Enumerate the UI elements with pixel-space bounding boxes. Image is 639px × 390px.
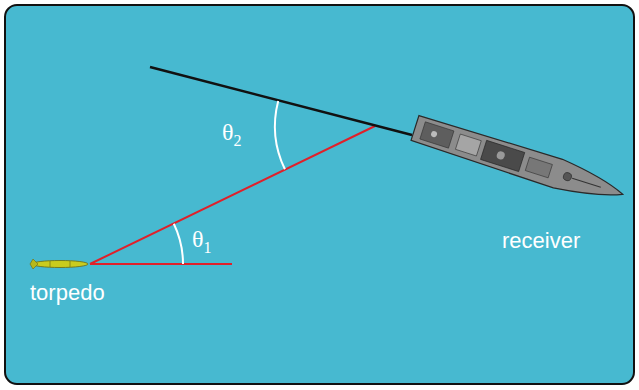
receiver-axis <box>150 67 412 135</box>
ship-figure <box>410 114 627 209</box>
angle-label: θ1 <box>192 227 212 256</box>
angle-label: θ2 <box>222 120 242 149</box>
reference-line <box>90 263 232 265</box>
angle-arc <box>174 224 183 264</box>
part-label: receiver <box>502 230 580 252</box>
angle-arc <box>275 101 285 169</box>
part-label: torpedo <box>30 282 105 304</box>
torpedo-figure <box>30 259 88 269</box>
sound-path <box>90 126 375 264</box>
water-background <box>5 5 634 384</box>
